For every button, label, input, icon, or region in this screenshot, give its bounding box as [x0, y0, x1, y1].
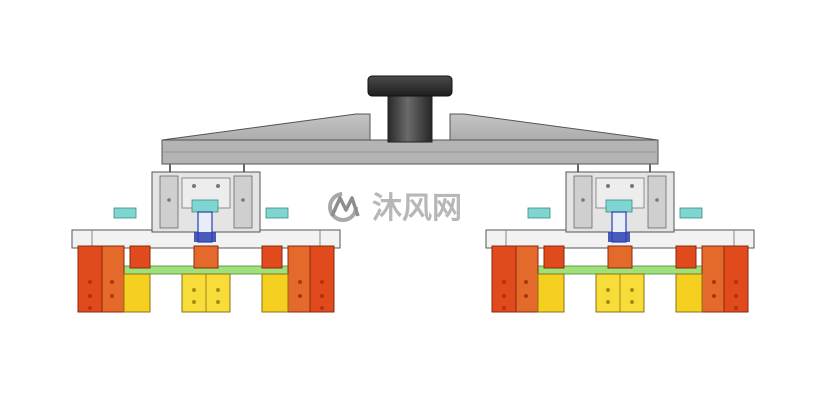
- watermark: 沐风网: [328, 191, 462, 226]
- watermark-text: 沐风网: [372, 191, 462, 226]
- left-gripper-assembly: [71, 171, 341, 313]
- mf-logo-icon: [328, 192, 360, 222]
- right-gripper-assembly: [485, 171, 755, 313]
- center-post: [367, 75, 453, 143]
- top-beam: [161, 113, 659, 165]
